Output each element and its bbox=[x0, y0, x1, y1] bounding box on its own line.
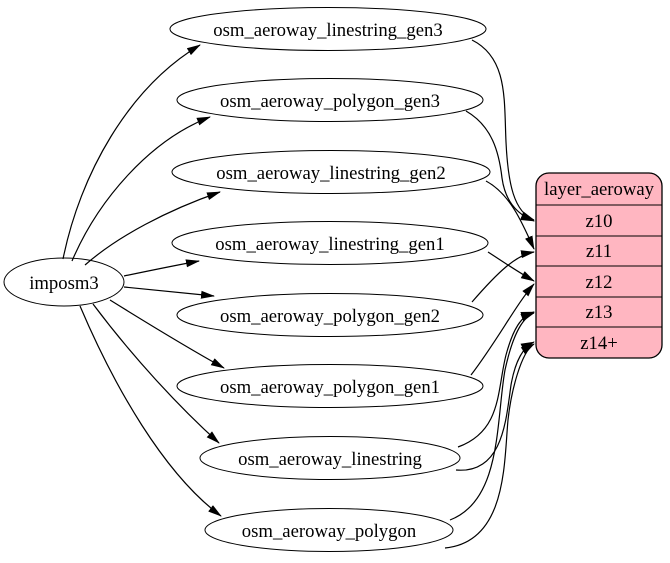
edge-imposm3-linestring bbox=[92, 303, 220, 444]
edge-polygon-z13 bbox=[449, 312, 535, 521]
layer-row-z10: z10 bbox=[586, 211, 613, 232]
node-osm-aeroway-linestring-gen3: osm_aeroway_linestring_gen3 bbox=[169, 7, 487, 51]
table-label: osm_aeroway_linestring bbox=[238, 449, 422, 470]
edge-polygon-gen3-z10 bbox=[465, 110, 535, 222]
table-ellipse bbox=[171, 221, 489, 265]
node-osm-aeroway-linestring-gen2: osm_aeroway_linestring_gen2 bbox=[171, 150, 491, 194]
table-ellipse bbox=[204, 508, 454, 552]
edges-source-to-tables bbox=[62, 44, 225, 517]
node-osm-aeroway-polygon-gen2: osm_aeroway_polygon_gen2 bbox=[176, 293, 484, 337]
edge-imposm3-polygon-gen1 bbox=[109, 299, 225, 369]
node-osm-aeroway-polygon-gen3: osm_aeroway_polygon_gen3 bbox=[176, 78, 484, 122]
table-ellipse bbox=[176, 293, 484, 337]
edge-polygon-z14plus bbox=[444, 343, 535, 549]
layer-row-z14plus: z14+ bbox=[580, 333, 618, 354]
node-layer-aeroway: layer_aeroway z10 z11 z12 z13 z14+ bbox=[535, 172, 663, 359]
edge-linestring-gen1-z12 bbox=[487, 251, 535, 282]
table-label: osm_aeroway_polygon_gen1 bbox=[220, 377, 440, 398]
edge-polygon-gen2-z11 bbox=[471, 250, 535, 303]
edge-imposm3-linestring-gen3 bbox=[62, 44, 201, 260]
edge-linestring-gen2-z11 bbox=[485, 180, 535, 250]
table-ellipse bbox=[176, 364, 484, 408]
table-label: osm_aeroway_polygon_gen2 bbox=[220, 306, 440, 327]
edge-imposm3-polygon bbox=[79, 305, 222, 517]
edge-imposm3-linestring-gen1 bbox=[123, 259, 200, 277]
node-osm-aeroway-polygon-gen1: osm_aeroway_polygon_gen1 bbox=[176, 364, 484, 408]
edge-linestring-gen3-z10 bbox=[471, 39, 535, 221]
node-osm-aeroway-linestring-gen1: osm_aeroway_linestring_gen1 bbox=[171, 221, 489, 265]
imposm3-label: imposm3 bbox=[29, 273, 99, 294]
layer-row-z12: z12 bbox=[586, 272, 613, 293]
table-label: osm_aeroway_linestring_gen1 bbox=[215, 234, 444, 255]
table-ellipse bbox=[169, 7, 487, 51]
table-ellipse bbox=[199, 436, 461, 480]
edge-polygon-gen1-z12 bbox=[470, 283, 535, 376]
table-ellipse bbox=[176, 78, 484, 122]
table-label: osm_aeroway_polygon_gen3 bbox=[220, 91, 440, 112]
table-ellipse bbox=[171, 150, 491, 194]
edge-imposm3-polygon-gen2 bbox=[123, 286, 215, 299]
edges-tables-to-layer bbox=[444, 39, 535, 549]
edge-imposm3-linestring-gen2 bbox=[84, 191, 221, 266]
table-label: osm_aeroway_linestring_gen3 bbox=[213, 20, 442, 41]
node-osm-aeroway-polygon: osm_aeroway_polygon bbox=[204, 508, 454, 552]
layer-title: layer_aeroway bbox=[544, 179, 655, 200]
table-label: osm_aeroway_polygon bbox=[242, 521, 417, 542]
edge-imposm3-polygon-gen3 bbox=[71, 116, 211, 262]
table-label: osm_aeroway_linestring_gen2 bbox=[216, 163, 445, 184]
imposm3-ellipse bbox=[3, 257, 125, 307]
layer-row-z11: z11 bbox=[586, 241, 612, 262]
layer-row-z13: z13 bbox=[586, 302, 613, 323]
node-imposm3: imposm3 bbox=[3, 257, 125, 307]
node-osm-aeroway-linestring: osm_aeroway_linestring bbox=[199, 436, 461, 480]
